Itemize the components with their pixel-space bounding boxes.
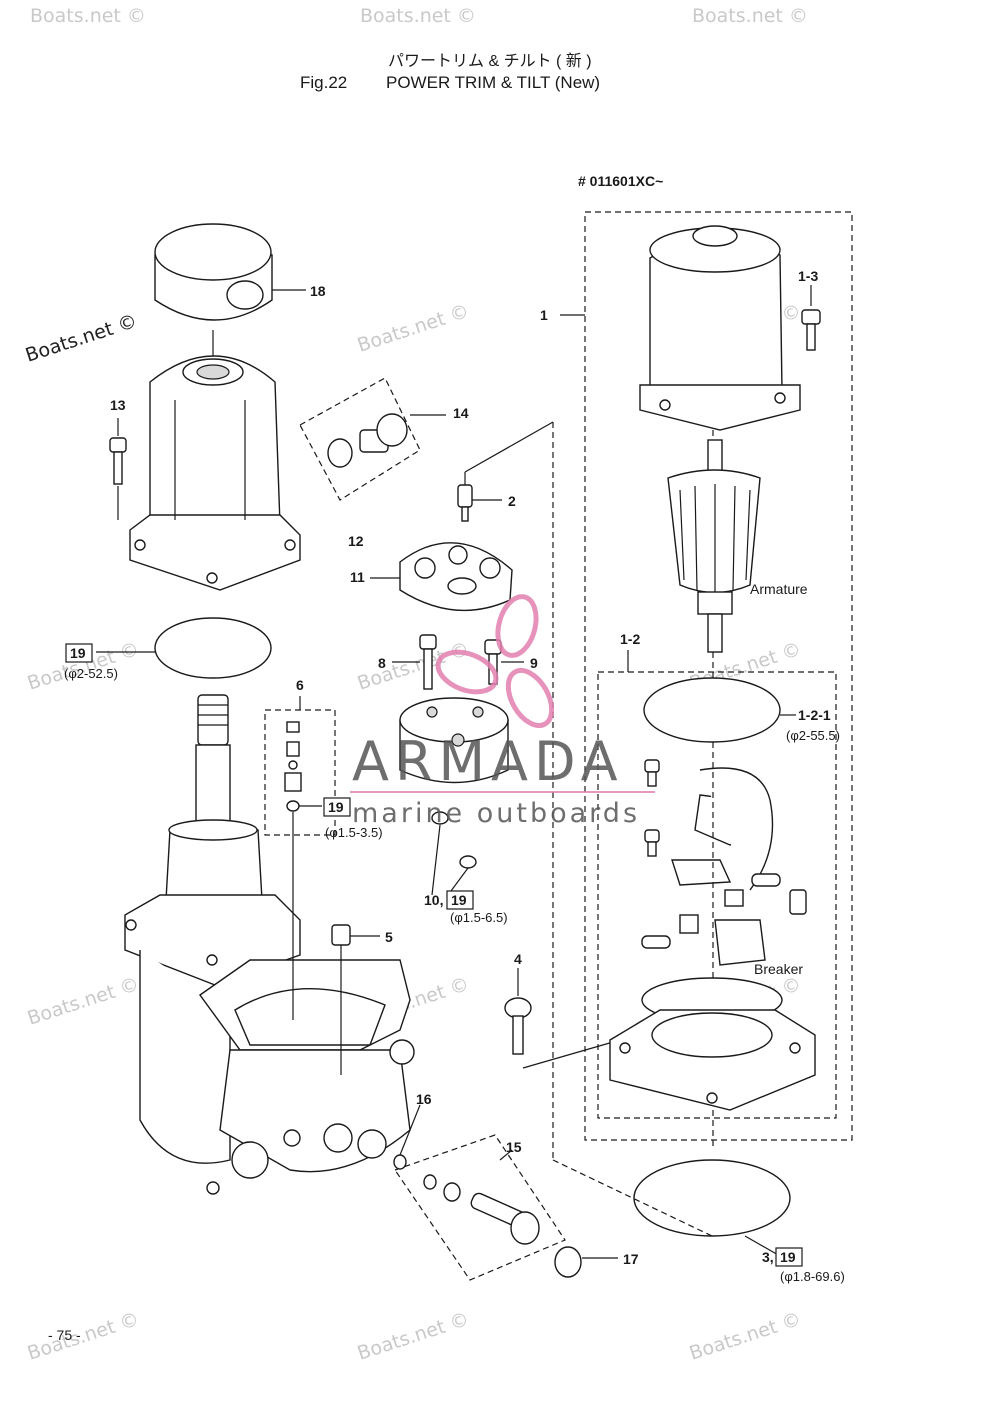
- part-16-washer: [393, 1104, 421, 1170]
- callout-3-box: [775, 1247, 803, 1267]
- callout-6-box: [323, 797, 351, 817]
- callout-6-19: 19: [328, 799, 344, 815]
- manifold-body: [124, 894, 415, 1195]
- callout-3-19: 19: [780, 1249, 796, 1265]
- callout-10-box: [446, 890, 474, 910]
- watermark: Boats.net ©: [25, 1308, 142, 1365]
- armada-logo: ARMADA marine outboards: [350, 594, 655, 829]
- pump-assembly: [399, 697, 509, 896]
- callout-11: 11: [350, 569, 365, 585]
- callout-1: 1: [540, 307, 548, 323]
- spec-1-2-1: (φ2-55.5): [786, 728, 840, 743]
- part-4-screw: [504, 968, 621, 1069]
- callout-18: 18: [310, 283, 326, 299]
- label-armature: Armature: [750, 581, 808, 597]
- callout-17: 17: [623, 1251, 639, 1267]
- spec-6: (φ1.5-3.5): [325, 825, 383, 840]
- motor-assembly: [560, 211, 853, 1150]
- watermark: Boats.net ©: [687, 1308, 804, 1365]
- part-19-oring: [154, 617, 272, 679]
- callout-3: 3,: [762, 1249, 774, 1265]
- part-11-plate: [370, 542, 513, 612]
- watermark: Boats.net ©: [360, 5, 476, 27]
- callout-9: 9: [530, 655, 538, 671]
- label-breaker: Breaker: [754, 961, 803, 977]
- callout-labels: 18 13 14 2 12 11 19 (φ2-52.5) 6 8 9 19 (…: [64, 268, 845, 1284]
- part-13-bolt: [109, 418, 127, 520]
- spec-19: (φ2-52.5): [64, 666, 118, 681]
- figure-title: POWER TRIM & TILT (New): [386, 73, 600, 92]
- armada-tagline: marine outboards: [352, 798, 640, 829]
- armada-wordmark: ARMADA: [352, 730, 624, 793]
- callout-13: 13: [110, 397, 126, 413]
- title-japanese: パワートリム & チルト ( 新 ): [388, 52, 592, 70]
- callout-8: 8: [378, 655, 386, 671]
- part-6-group: [264, 696, 336, 1020]
- callout-1-2: 1-2: [620, 631, 640, 647]
- tilt-cylinder-rod: [165, 694, 263, 901]
- callout-16: 16: [416, 1091, 432, 1107]
- watermark: Boats.net ©: [692, 5, 808, 27]
- callout-6: 6: [296, 677, 304, 693]
- part-5-plug: [331, 924, 380, 1075]
- part-8-bolt: [392, 634, 437, 690]
- watermark: Boats.net ©: [355, 300, 472, 357]
- part-3-oring: [633, 1159, 791, 1237]
- callout-4: 4: [514, 951, 522, 967]
- part-12-housing: [129, 355, 301, 591]
- callout-14: 14: [453, 405, 469, 421]
- page-number: - 75 -: [48, 1327, 81, 1343]
- watermark: Boats.net ©: [25, 973, 142, 1030]
- callout-10-19: 19: [451, 892, 467, 908]
- part-9-bolt: [484, 639, 524, 685]
- watermark: Boats.net ©: [355, 1308, 472, 1365]
- part-18-cap: [154, 223, 306, 321]
- serial-range: # 011601XC~: [578, 173, 663, 189]
- callout-19: 19: [70, 645, 86, 661]
- callout-1-3: 1-3: [798, 268, 818, 284]
- callout-19-box: [65, 643, 93, 663]
- callout-1-2-1: 1-2-1: [798, 707, 831, 723]
- spec-10: (φ1.5-6.5): [450, 910, 508, 925]
- watermark: Boats.net ©: [30, 5, 146, 27]
- part-15-group: [394, 1134, 566, 1281]
- part-2-pin: [457, 421, 554, 522]
- spec-3: (φ1.8-69.6): [780, 1269, 845, 1284]
- callout-10: 10,: [424, 892, 443, 908]
- propeller-icon: [435, 594, 555, 728]
- leader: [744, 1235, 781, 1257]
- part-17-circlip: [554, 1246, 618, 1278]
- part-14-group: [299, 377, 446, 501]
- watermark-dark: Boats.net ©: [23, 310, 140, 367]
- figure-number: Fig.22: [300, 73, 347, 92]
- callout-2: 2: [508, 493, 516, 509]
- callout-15: 15: [506, 1139, 522, 1155]
- callout-5: 5: [385, 929, 393, 945]
- callout-12: 12: [348, 533, 364, 549]
